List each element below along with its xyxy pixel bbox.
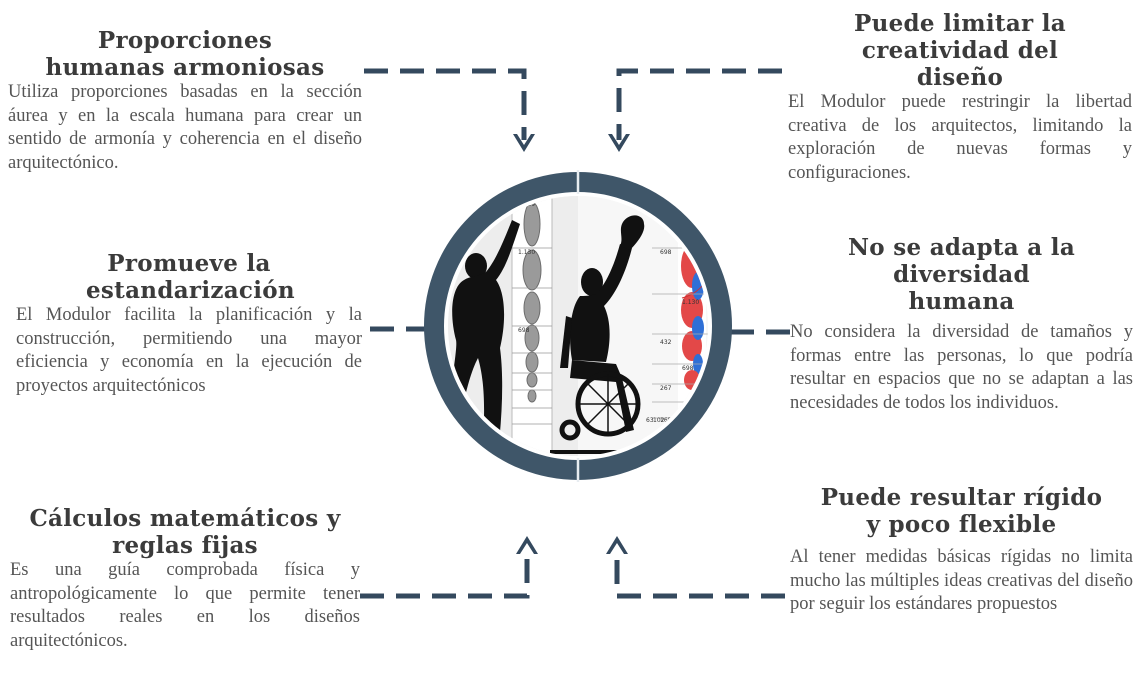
connector-bottom-left xyxy=(360,548,530,599)
right-ruler-label: 1.130 xyxy=(682,299,699,306)
connector-bottom-right xyxy=(614,548,785,599)
disadvantage-title: Puede limitar la creatividad del diseño xyxy=(853,10,1066,91)
advantage-description: Utiliza proporciones basadas en la secci… xyxy=(8,82,362,173)
left-ruler-spirals xyxy=(522,201,542,403)
disadvantage-description: Al tener medidas básicas rígidas no limi… xyxy=(790,547,1133,614)
arrow-up-right xyxy=(606,536,628,554)
disadvantage-title: No se adapta a la diversidad humana xyxy=(847,234,1076,315)
advantage-standardization: Promueve la estandarización El Modulor f… xyxy=(16,250,362,398)
disadvantage-title: Puede resultar rígido y poco flexible xyxy=(820,484,1103,538)
advantage-harmonious-proportions: Proporciones humanas armoniosas Utiliza … xyxy=(8,27,362,175)
advantage-title: Cálculos matemáticos y reglas fijas xyxy=(29,505,341,559)
connector-top-right xyxy=(616,68,782,140)
disadvantage-limits-creativity: Puede limitar la creatividad del diseño … xyxy=(788,10,1132,185)
connector-top-left xyxy=(364,68,527,140)
right-ruler-label: 698 xyxy=(660,249,672,256)
right-ruler-label: 698 xyxy=(682,365,694,372)
right-ruler-label: 165 xyxy=(660,417,672,424)
disadvantage-description: No considera la diversidad de tamaños y … xyxy=(790,322,1133,413)
right-ruler-label: 63 xyxy=(646,417,654,424)
advantage-description: El Modulor facilita la planificación y l… xyxy=(16,305,362,396)
disadvantage-human-diversity: No se adapta a la diversidad humana No c… xyxy=(790,234,1133,415)
modulor-figure: 1.829 1.130 698 698 1.130 432 698 432 26… xyxy=(424,170,732,482)
advantage-title: Promueve la estandarización xyxy=(86,250,295,304)
left-ruler-label: 698 xyxy=(518,327,530,334)
right-ruler-label: 267 xyxy=(660,385,672,392)
arrow-down-right xyxy=(608,134,630,152)
arrow-down-left xyxy=(513,134,535,152)
disadvantage-rigid: Puede resultar rígido y poco flexible Al… xyxy=(790,484,1133,617)
right-ruler-label: 432 xyxy=(660,339,672,346)
advantage-description: Es una guía comprobada física y antropol… xyxy=(10,560,360,651)
advantage-mathematical-rules: Cálculos matemáticos y reglas fijas Es u… xyxy=(10,505,360,653)
left-ruler-label: 1.130 xyxy=(518,249,535,256)
arrow-up-left xyxy=(516,536,538,554)
disadvantage-description: El Modulor puede restringir la libertad … xyxy=(788,92,1132,183)
right-ruler-label: 102 xyxy=(653,417,665,424)
advantage-title: Proporciones humanas armoniosas xyxy=(45,27,325,81)
